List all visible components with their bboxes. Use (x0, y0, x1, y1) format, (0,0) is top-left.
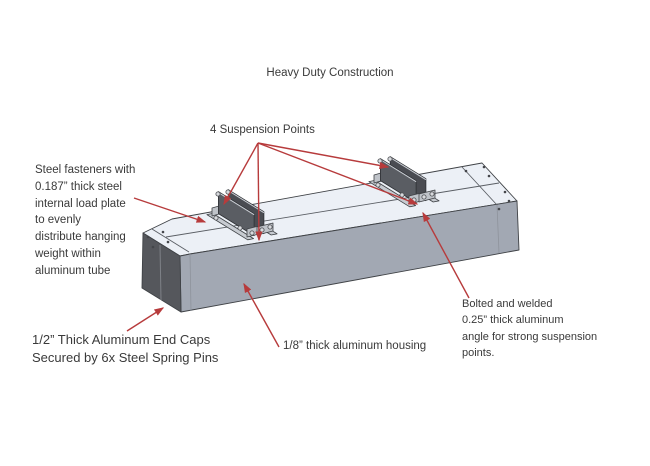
bolt (421, 194, 427, 200)
label-steel-fasteners: Steel fasteners with 0.187” thick steel … (35, 162, 135, 280)
bolt (267, 224, 273, 230)
callout-line-suspension-2 (255, 142, 263, 242)
tube-end-cap-face (141, 232, 182, 313)
bolt (215, 191, 221, 197)
label-line: 0.187” thick steel (35, 180, 122, 193)
top-middle-seam (165, 182, 500, 238)
spring-pin (146, 235, 150, 239)
label-line: to evenly (35, 214, 82, 227)
label-suspension-angle: Bolted and welded 0.25” thick aluminum a… (462, 296, 597, 362)
left-cap-seam-top (151, 228, 190, 253)
right-cap-seam-top (461, 166, 498, 206)
callout-line-suspension-4 (257, 142, 419, 205)
end-cap-split-seam (159, 244, 162, 301)
page-title: Heavy Duty Construction (266, 67, 394, 79)
bolt (387, 156, 393, 162)
label-line: aluminum tube (35, 264, 111, 277)
spring-pin (151, 245, 155, 249)
callout-line-housing (243, 282, 280, 348)
spring-pin (497, 207, 501, 211)
mounting-strap (368, 179, 417, 208)
label-line: internal load plate (35, 197, 126, 210)
bolt (213, 215, 219, 221)
spring-pin (166, 240, 170, 244)
spring-pin (503, 190, 507, 194)
label-line: Bolted and welded (462, 298, 553, 310)
right-cap-seam-front (496, 204, 500, 254)
bolt (377, 158, 383, 164)
callout-line-fasteners (133, 197, 207, 223)
bolt (249, 230, 255, 236)
label-line: 1/2” Thick Aluminum End Caps (32, 332, 211, 347)
bolt (399, 192, 405, 198)
bolt (259, 227, 265, 233)
label-line: points. (462, 347, 495, 360)
spring-pin (487, 174, 491, 178)
spring-pin (482, 165, 486, 169)
label-line: distribute hanging (35, 231, 126, 244)
callout-line-end-caps (126, 307, 165, 332)
spring-pin (507, 199, 511, 203)
label-line: Secured by 6x Steel Spring Pins (32, 349, 219, 365)
label-line: Steel fasteners with (35, 164, 136, 176)
callout-line-angle (422, 211, 470, 299)
label-suspension-points: 4 Suspension Points (210, 124, 315, 136)
mounting-strap (206, 212, 255, 241)
label-housing: 1/8” thick aluminum housing (283, 340, 427, 352)
bolt (411, 197, 417, 203)
bolt (237, 225, 243, 231)
label-end-caps: 1/2” Thick Aluminum End Caps Secured by … (32, 331, 218, 366)
spring-pin (464, 169, 468, 173)
bolt (429, 191, 435, 197)
bolt (375, 182, 381, 188)
callout-line-suspension-1 (223, 142, 259, 206)
spring-pin (161, 230, 165, 234)
left-cap-seam-front (189, 253, 192, 312)
label-line: 0.25” thick aluminum (462, 314, 564, 327)
label-line: weight within (35, 247, 101, 260)
label-line: angle for strong suspension (462, 330, 598, 343)
callout-line-suspension-3 (257, 142, 390, 169)
